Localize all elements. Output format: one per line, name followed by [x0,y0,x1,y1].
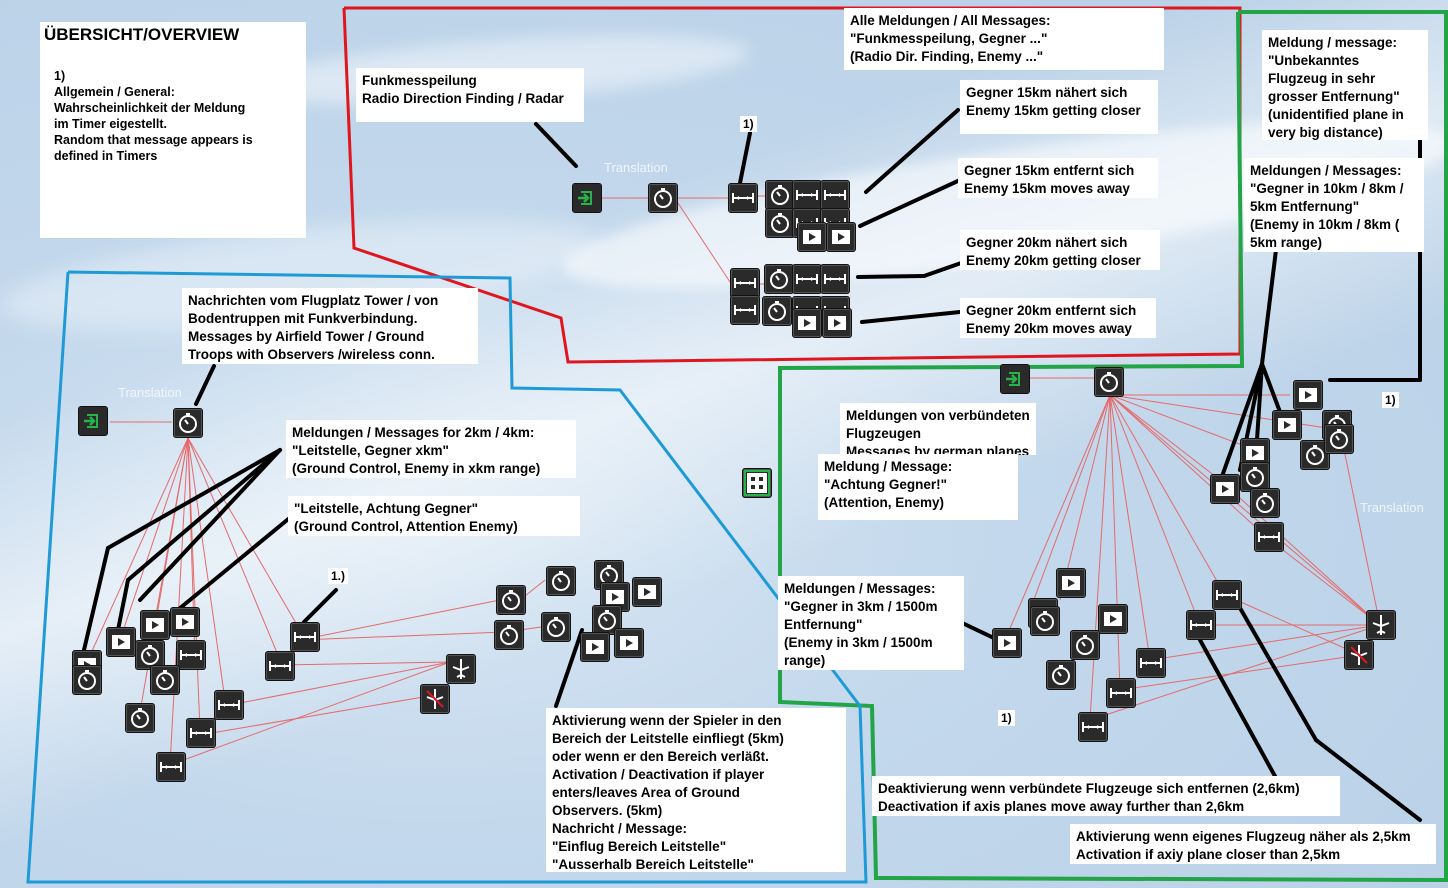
ground-area-outline [26,270,868,884]
message-play-icon[interactable] [580,632,610,662]
proximity-trigger-icon[interactable] [214,690,244,720]
timer-icon[interactable] [125,703,155,733]
destroyed-plane-icon[interactable] [1344,640,1374,670]
timer-icon[interactable] [648,183,678,213]
timer-icon[interactable] [150,665,180,695]
proximity-trigger-icon[interactable] [1136,648,1166,678]
message-play-icon[interactable] [992,628,1022,658]
ref-label: 1) [1382,392,1399,408]
note-activation-ground: Aktivierung wenn der Spieler in den Bere… [546,708,846,872]
timer-icon[interactable] [546,566,576,596]
message-play-icon[interactable] [614,628,644,658]
timer-icon[interactable] [765,180,795,210]
proximity-trigger-icon[interactable] [730,268,760,298]
radar-area-outline [342,6,1242,364]
message-play-icon[interactable] [792,308,822,338]
proximity-trigger-icon[interactable] [290,622,320,652]
note-enemy20-closer: Gegner 20km nähert sich Enemy 20km getti… [960,230,1160,270]
note-enemy15-away: Gegner 15km entfernt sich Enemy 15km mov… [958,158,1158,198]
timer-icon[interactable] [1030,606,1060,636]
proximity-trigger-icon[interactable] [265,651,295,681]
plane-icon[interactable] [1366,610,1396,640]
overview-title: ÜBERSICHT/OVERVIEW [44,25,240,44]
message-play-icon[interactable] [1056,568,1086,598]
plane-icon[interactable] [446,654,476,684]
allied-area-outline [778,10,1448,883]
note-enemy15-closer: Gegner 15km nähert sich Enemy 15km getti… [960,80,1158,134]
note-ground-attention: "Leitstelle, Achtung Gegner" (Ground Con… [288,496,580,536]
message-play-icon[interactable] [826,222,856,252]
proximity-trigger-icon[interactable] [186,718,216,748]
ref-label: 1) [740,116,757,132]
proximity-trigger-icon[interactable] [1212,580,1242,610]
proximity-trigger-icon[interactable] [730,295,760,325]
timer-icon[interactable] [765,208,795,238]
proximity-trigger-icon[interactable] [792,264,822,294]
ref-label: 1) [998,710,1015,726]
note-tower: Nachrichten vom Flugplatz Tower / von Bo… [182,288,478,364]
timer-icon[interactable] [1240,462,1270,492]
proximity-trigger-icon[interactable] [176,640,206,670]
note-all-messages: Alle Meldungen / All Messages: "Funkmess… [844,8,1164,70]
note-allied-planes: Meldungen von verbündeten Flugzeugen Mes… [840,403,1036,455]
proximity-trigger-icon[interactable] [728,183,758,213]
timer-icon[interactable] [1094,367,1124,397]
message-play-icon[interactable] [1293,380,1323,410]
message-play-icon[interactable] [1272,410,1302,440]
note-range-10-8-5: Meldungen / Messages: "Gegner in 10km / … [1244,158,1424,252]
message-play-icon[interactable] [1098,604,1128,634]
timer-icon[interactable] [762,296,792,326]
timer-icon[interactable] [541,612,571,642]
timer-icon[interactable] [1070,630,1100,660]
proximity-trigger-icon[interactable] [792,180,822,210]
overview-box: ÜBERSICHT/OVERVIEW 1) Allgemein / Genera… [40,22,306,238]
timer-icon[interactable] [1250,488,1280,518]
message-play-icon[interactable] [632,577,662,607]
mission-start-icon[interactable] [572,183,602,213]
overview-body: 1) Allgemein / General: Wahrscheinlichke… [54,69,253,163]
message-play-icon[interactable] [1210,474,1240,504]
timer-icon[interactable] [1046,660,1076,690]
proximity-trigger-icon[interactable] [1078,712,1108,742]
destroyed-plane-icon[interactable] [420,684,450,714]
timer-icon[interactable] [72,665,102,695]
note-achtung: Meldung / Message: "Achtung Gegner!" (At… [818,454,1018,520]
mission-start-icon[interactable] [78,406,108,436]
note-activation-own: Aktivierung wenn eigenes Flugzeug näher … [1070,824,1436,864]
note-unidentified: Meldung / message: "Unbekanntes Flugzeug… [1262,30,1428,140]
message-play-icon[interactable] [1240,438,1270,468]
message-play-icon[interactable] [106,627,136,657]
pointer-lines [82,108,1422,822]
note-range-3-1500: Meldungen / Messages: "Gegner in 3km / 1… [778,576,964,670]
proximity-trigger-icon[interactable] [820,264,850,294]
proximity-trigger-icon[interactable] [1186,610,1216,640]
ref-label: 1.) [328,568,349,584]
message-play-icon[interactable] [797,222,827,252]
timer-icon[interactable] [764,264,794,294]
note-deactivation: Deaktivierung wenn verbündete Flugzeuge … [872,776,1340,816]
note-funkmess: Funkmesspeilung Radio Direction Finding … [356,68,584,122]
timer-icon[interactable] [494,620,524,650]
proximity-trigger-icon[interactable] [820,180,850,210]
note-enemy20-away: Gegner 20km entfernt sich Enemy 20km mov… [960,298,1156,338]
proximity-trigger-icon[interactable] [156,752,186,782]
timer-icon[interactable] [1324,424,1354,454]
proximity-trigger-icon[interactable] [1106,678,1136,708]
message-play-icon[interactable] [140,610,170,640]
proximity-trigger-icon[interactable] [1254,522,1284,552]
timer-icon[interactable] [496,585,526,615]
timer-icon[interactable] [173,408,203,438]
complex-trigger-icon[interactable] [742,468,772,498]
note-ground-2-4: Meldungen / Messages for 2km / 4km: "Lei… [286,420,576,478]
message-play-icon[interactable] [170,607,200,637]
mission-start-icon[interactable] [1000,364,1030,394]
message-play-icon[interactable] [822,308,852,338]
